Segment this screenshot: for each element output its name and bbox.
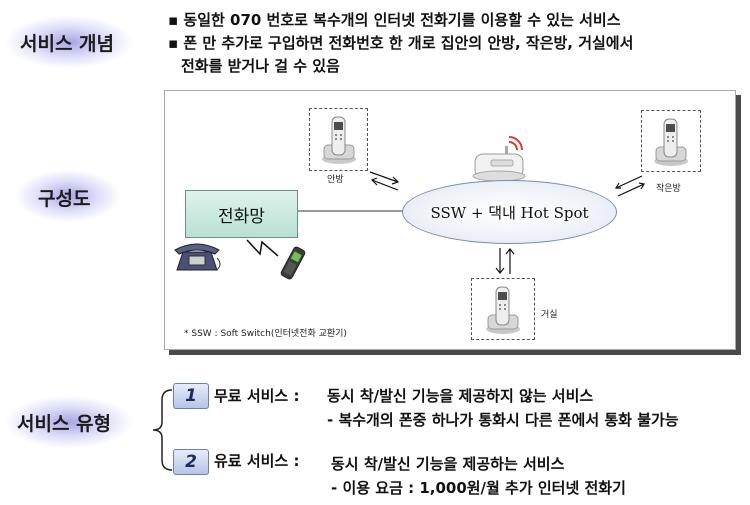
section-label-types: 서비스 유형 bbox=[17, 413, 112, 435]
mobile-phone-icon bbox=[280, 246, 306, 280]
room-label-small: 작은방 bbox=[656, 184, 681, 194]
network-label: 전화망 bbox=[218, 206, 265, 227]
label-glow bbox=[16, 170, 120, 222]
cordless-phone-icon bbox=[654, 118, 688, 166]
concept-line-3: 전화를 받거나 걸 수 있음 bbox=[181, 57, 340, 75]
room-label-master: 안방 bbox=[327, 175, 344, 185]
diagram-footnote: * SSW : Soft Switch(인터넷전화 교환기) bbox=[184, 329, 347, 339]
concept-line-1: ▪ 동일한 070 번호로 복수개의 인터넷 전화기를 이용할 수 있는 서비스 bbox=[168, 11, 621, 29]
service-title-paid: 유료 서비스 : bbox=[214, 452, 300, 470]
hub-oval: SSW + 댁내 Hot Spot bbox=[402, 180, 617, 244]
service-note-paid: - 이용 요금 : 1,000원/월 추가 인터넷 전화기 bbox=[331, 479, 626, 497]
hub-label: SSW + 댁내 Hot Spot bbox=[430, 203, 589, 222]
service-number-badge: 1 bbox=[173, 383, 209, 409]
wifi-router-icon bbox=[472, 136, 526, 182]
service-desc-free: 동시 착/발신 기능을 제공하지 않는 서비스 bbox=[327, 387, 594, 405]
service-note-free: - 복수개의 폰중 하나가 통화시 다른 폰에서 통화 불가능 bbox=[327, 411, 679, 429]
cordless-phone-icon bbox=[322, 116, 356, 164]
zigzag-link-icon bbox=[246, 239, 279, 257]
arrow-icon bbox=[614, 175, 645, 197]
telephone-network-box: 전화망 bbox=[185, 190, 298, 238]
label-glow bbox=[6, 16, 132, 68]
section-label-concept: 서비스 개념 bbox=[20, 33, 115, 55]
cordless-phone-icon bbox=[486, 286, 520, 334]
phone-box-small bbox=[641, 110, 701, 172]
section-label-diagram: 구성도 bbox=[38, 188, 91, 210]
service-title-free: 무료 서비스 : bbox=[214, 387, 300, 405]
curly-brace bbox=[152, 389, 173, 471]
desk-phone-icon bbox=[174, 243, 221, 271]
service-desc-paid: 동시 착/발신 기능을 제공하는 서비스 bbox=[331, 455, 565, 473]
room-label-living: 거실 bbox=[541, 310, 558, 320]
service-number-badge: 2 bbox=[173, 449, 209, 475]
label-glow bbox=[6, 396, 132, 448]
concept-line-2: ▪ 폰 만 추가로 구입하면 전화번호 한 개로 집안의 안방, 작은방, 거실… bbox=[168, 34, 634, 52]
phone-box-master bbox=[309, 108, 368, 171]
arrow-icon bbox=[495, 248, 515, 274]
service-number: 1 bbox=[185, 386, 197, 406]
phone-box-living bbox=[471, 278, 535, 340]
service-number: 2 bbox=[185, 452, 197, 472]
arrow-icon bbox=[369, 171, 400, 191]
